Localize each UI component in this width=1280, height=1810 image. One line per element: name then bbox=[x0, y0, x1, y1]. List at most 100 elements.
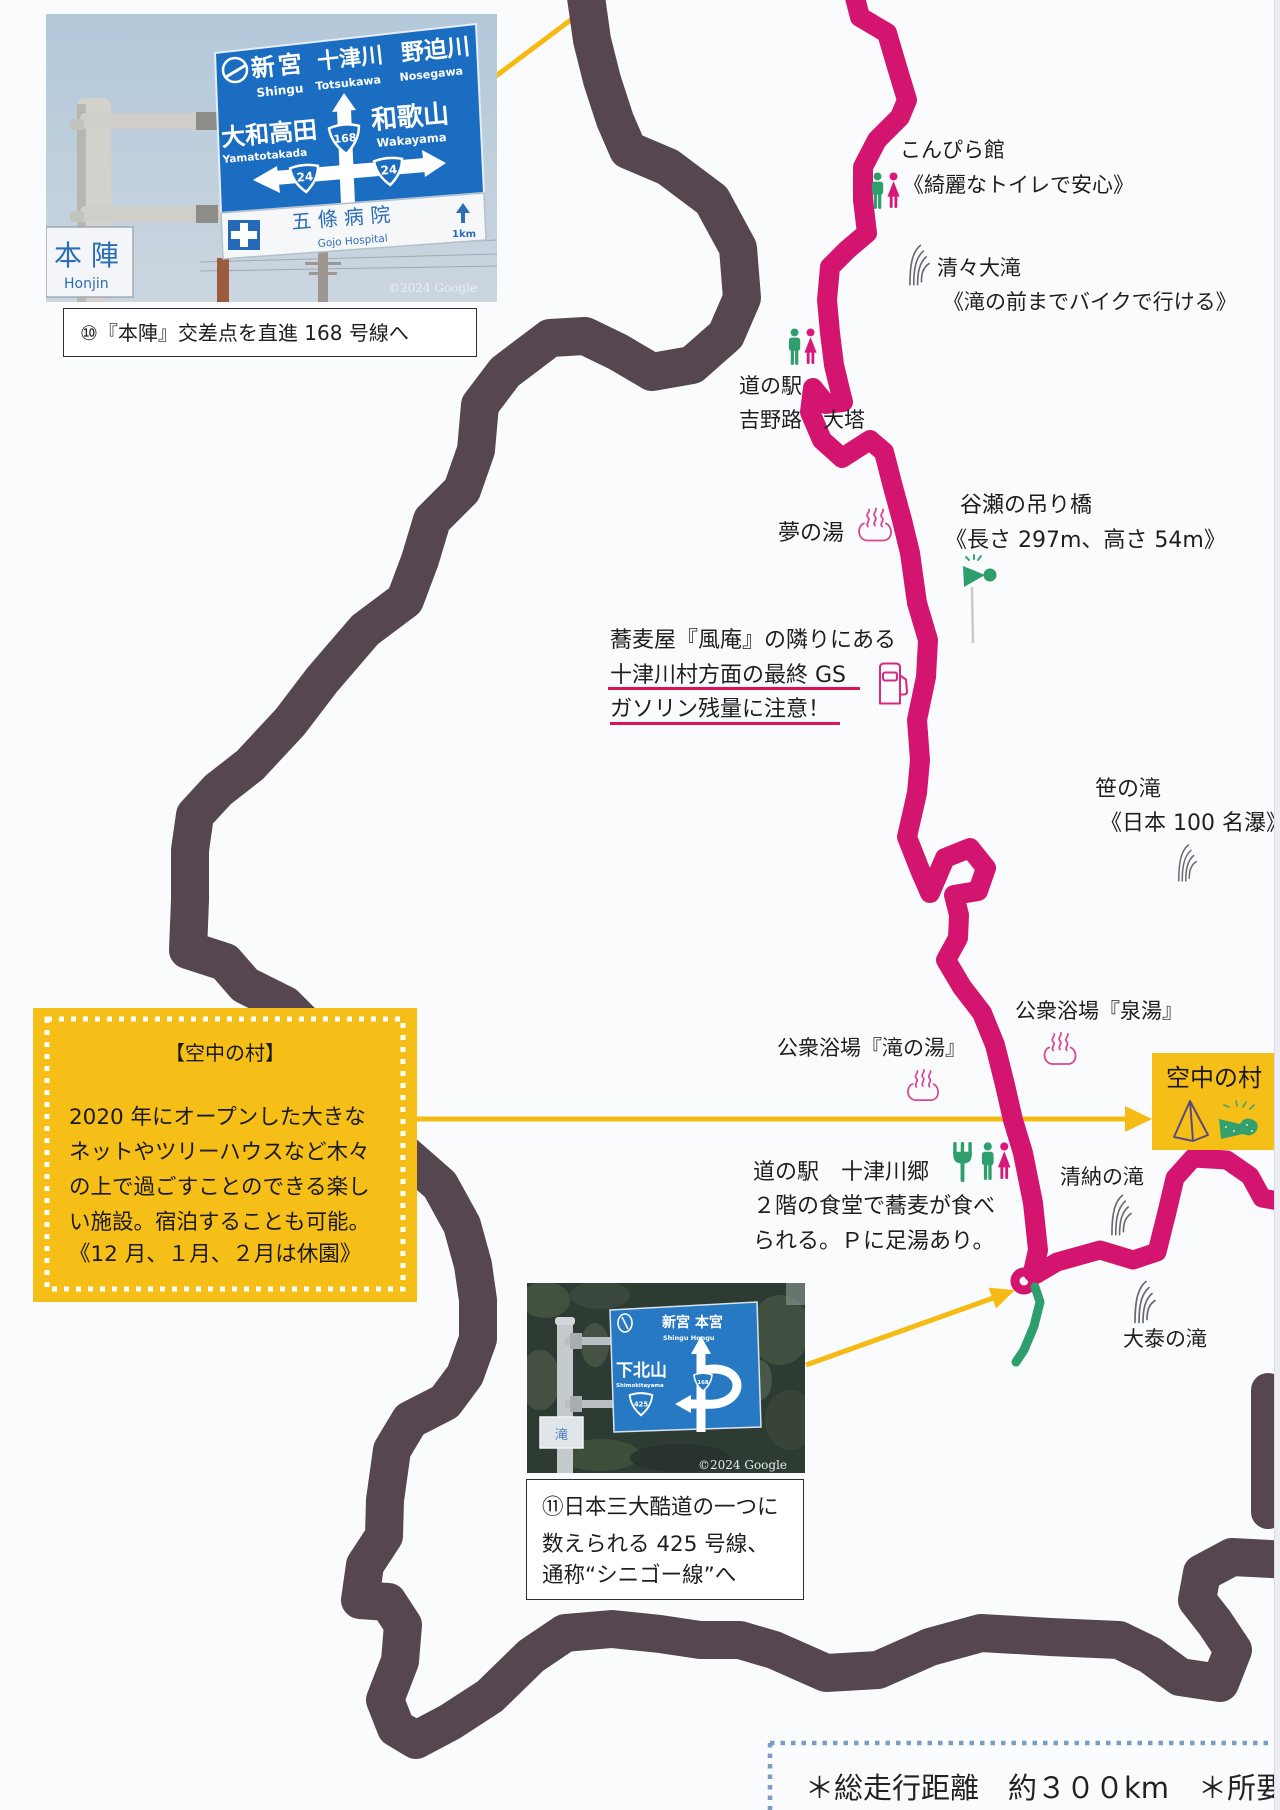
connector-photo11 bbox=[805, 1294, 997, 1368]
toilet-icon bbox=[788, 328, 817, 365]
dest-shimokitayama-en: Shimokitayama bbox=[616, 1383, 664, 1389]
route-24-left-label: 24 bbox=[296, 169, 314, 184]
caption-step-10-text: ⑩『本陣』交差点を直進 168 号線へ bbox=[80, 321, 409, 345]
warning-underline bbox=[610, 722, 840, 725]
caption-step-11: ⑪日本三大酷道の一つに 数えられる 425 号線、 通称“シニゴー線”へ bbox=[526, 1479, 804, 1600]
note-sasa-no-taki: 《日本 100 名瀑》 bbox=[1100, 811, 1280, 836]
note-tanize-bridge: 《長さ 297m、高さ 54m》 bbox=[945, 528, 1226, 553]
kuchu-info-box: 【空中の村】 2020 年にオープンした大きな ネットやツリーハウスなど木々 の… bbox=[33, 1008, 417, 1302]
note-michinoeki-totsukawago-2: られる。Ｐに足湯あり。 bbox=[753, 1229, 995, 1254]
direction-arrows bbox=[675, 1336, 742, 1432]
kuchu-info-line: の上で過ごすことのできる楽し bbox=[69, 1175, 370, 1200]
toilet-icon bbox=[981, 1142, 1011, 1180]
route-168-label: 168 bbox=[333, 131, 357, 146]
guide-sign-425: 新宮 本宮 Shingu Hongu 下北山 Shimokitayama 425… bbox=[609, 1301, 762, 1433]
label-gas-station-line3: ガソリン残量に注意！ bbox=[610, 697, 831, 722]
caption-step-10: ⑩『本陣』交差点を直進 168 号線へ bbox=[63, 308, 477, 357]
main-road bbox=[169, 0, 1280, 1759]
route-shield-icon: 24 bbox=[372, 156, 404, 187]
zipline-icon bbox=[1219, 1100, 1258, 1139]
route-168-label: 168 bbox=[697, 1380, 709, 1386]
waterfall-icon bbox=[1177, 844, 1198, 882]
label-michinoeki-otou: 道の駅 bbox=[739, 374, 802, 398]
photo-copyright: ©2024 Google bbox=[698, 1458, 787, 1472]
gas-pump-icon bbox=[878, 662, 909, 705]
junction-loop bbox=[1010, 1267, 1038, 1295]
waterfall-icon bbox=[1111, 1194, 1132, 1236]
kuchu-info-line: 2020 年にオープンした大きな bbox=[69, 1105, 366, 1130]
route-shield-icon: 425 bbox=[628, 1392, 654, 1417]
dotted-border bbox=[44, 1016, 406, 1292]
suspension-bridge-icon bbox=[961, 553, 998, 645]
arrowhead-kuchu bbox=[1125, 1106, 1152, 1132]
label-daitai-no-taki: 大泰の滝 bbox=[1123, 1327, 1207, 1351]
caption-step-11-line: 通称“シニゴー線”へ bbox=[542, 1563, 737, 1588]
label-takinoyu: 公衆浴場『滝の湯』 bbox=[777, 1036, 966, 1060]
kuchu-marker: 空中の村 bbox=[1152, 1053, 1276, 1150]
route-icon bbox=[221, 56, 249, 84]
kuchu-marker-label: 空中の村 bbox=[1166, 1064, 1262, 1092]
scan-page-edge bbox=[1274, 0, 1280, 1810]
label-michinoeki-totsukawago: 道の駅 十津川郷 bbox=[753, 1160, 930, 1185]
note-seisei-otaki: 《滝の前までバイクで行ける》 bbox=[943, 290, 1237, 314]
onsen-icon bbox=[1043, 1032, 1077, 1065]
label-tanize-bridge: 谷瀬の吊り橋 bbox=[960, 493, 1093, 518]
kuchu-info-line: 《12 月、１月、２月は休園》 bbox=[69, 1242, 362, 1267]
label-gas-station-line2: 十津川村方面の最終 GS bbox=[610, 663, 847, 688]
photo-route425-junction: 滝 新宮 本宮 Shingu Hongu 下北山 Shimokitayama 4… bbox=[527, 1283, 805, 1473]
arrow-up-icon bbox=[456, 203, 470, 223]
kuchu-info-line: い施設。宿泊することも可能。 bbox=[69, 1210, 371, 1235]
dest-shingu-en: Shingu bbox=[256, 81, 304, 100]
photo-honjin-intersection: 新宮 十津川 野迫川 Shingu Totsukawa Nosegawa 大和高… bbox=[46, 14, 497, 302]
dest-shingu-ja: 新宮 bbox=[250, 49, 307, 82]
dest-shimokitayama-ja: 下北山 bbox=[616, 1361, 667, 1381]
caption-step-11-line: 数えられる 425 号線、 bbox=[542, 1532, 769, 1557]
kuchu-info-line: ネットやツリーハウスなど木々 bbox=[69, 1140, 370, 1165]
small-plate-text: 滝 bbox=[555, 1428, 568, 1443]
label-konpirakan: こんぴら館 bbox=[900, 138, 1005, 162]
label-gas-station-line1: 蕎麦屋『風庵』の隣りにある bbox=[610, 628, 897, 653]
note-konpirakan: 《綺麗なトイレで安心》 bbox=[903, 173, 1134, 197]
route-shield-icon: 168 bbox=[693, 1372, 713, 1392]
label-izumiyu: 公衆浴場『泉湯』 bbox=[1015, 999, 1183, 1023]
route-425-label: 425 bbox=[634, 1400, 648, 1408]
photo-copyright: ©2024 Google bbox=[388, 281, 477, 295]
utility-pole bbox=[305, 250, 341, 302]
route-425-east bbox=[1025, 1148, 1280, 1285]
route-24-right-label: 24 bbox=[380, 162, 398, 177]
label-seisei-otaki: 清々大滝 bbox=[937, 256, 1021, 280]
hospital-cross-icon bbox=[228, 220, 260, 250]
dest-shingu-hongu-en: Shingu Hongu bbox=[663, 1334, 715, 1342]
route-green-south bbox=[1011, 1282, 1045, 1367]
trip-summary-box: ＊総走行距離 約３００km ＊所要 bbox=[767, 1740, 1280, 1810]
onsen-icon bbox=[858, 507, 892, 542]
trip-summary-text: ＊総走行距離 約３００km ＊所要 bbox=[805, 1771, 1280, 1805]
route-icon bbox=[617, 1313, 633, 1333]
dest-wakayama-ja: 和歌山 bbox=[370, 99, 450, 136]
kuchu-info-title: 【空中の村】 bbox=[165, 1041, 285, 1065]
dotted-border bbox=[767, 1740, 1280, 1810]
hospital-distance: 1km bbox=[452, 229, 476, 240]
dest-wakayama-en: Wakayama bbox=[376, 130, 447, 150]
route-168 bbox=[800, 0, 1048, 1282]
hospital-name-en: Gojo Hospital bbox=[317, 233, 388, 250]
toilet-icon bbox=[871, 172, 900, 209]
restaurant-fork-icon bbox=[953, 1142, 972, 1183]
rusty-pole bbox=[217, 258, 229, 302]
caption-step-11-line: ⑪日本三大酷道の一つに bbox=[542, 1495, 779, 1520]
label-seino-no-taki: 清納の滝 bbox=[1060, 1165, 1144, 1189]
route-shield-icon: 168 bbox=[327, 123, 361, 156]
arrowhead-junction bbox=[988, 1287, 1015, 1309]
plate-name-ja: 本 陣 bbox=[54, 239, 119, 272]
note-michinoeki-totsukawago-1: ２階の食堂で蕎麦が食べ bbox=[753, 1194, 996, 1219]
warning-underline bbox=[608, 687, 860, 690]
label-michinoeki-otou-name: 吉野路 大塔 bbox=[739, 408, 865, 432]
small-plate: 滝 bbox=[539, 1416, 584, 1449]
intersection-name-plate: 本 陣 Honjin bbox=[46, 226, 134, 298]
tent-icon bbox=[1173, 1100, 1209, 1142]
label-sasa-no-taki: 笹の滝 bbox=[1095, 777, 1162, 802]
foliage bbox=[527, 1283, 805, 1472]
route-shield-icon: 24 bbox=[288, 163, 320, 194]
hospital-panel: 五 條 病 院 Gojo Hospital 1km bbox=[220, 192, 487, 260]
